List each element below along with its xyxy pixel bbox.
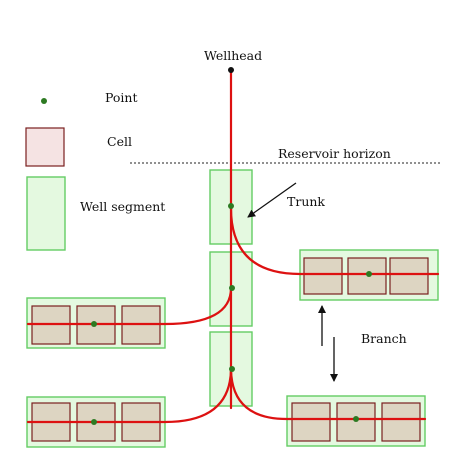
cell (381, 402, 421, 442)
legend-point-label: Point (105, 90, 138, 105)
reservoir-horizon-label: Reservoir horizon (278, 146, 391, 161)
branch-label: Branch (361, 331, 407, 346)
right-lower-branch-line (229, 366, 427, 421)
point (229, 366, 235, 372)
cell (389, 257, 429, 295)
left-upper-branch-line (26, 286, 233, 326)
right-upper-branch-line (229, 206, 440, 276)
legend: Point Cell Well segment (25, 90, 165, 251)
trunk-label: Trunk (287, 194, 325, 209)
trunk-arrow (247, 182, 297, 218)
points (91, 67, 372, 425)
wellhead-label: Wellhead (204, 48, 262, 63)
left-lower-branch-line (26, 366, 233, 424)
wellhead-point (228, 67, 234, 73)
legend-well-segment-label: Well segment (80, 199, 165, 214)
point (353, 416, 359, 422)
legend-well-segment-swatch (26, 176, 66, 251)
well-path (26, 68, 440, 424)
point (229, 285, 235, 291)
cell (303, 257, 343, 295)
point (366, 271, 372, 277)
point (91, 321, 97, 327)
legend-cell-label: Cell (107, 134, 132, 149)
point (91, 419, 97, 425)
cell (291, 402, 331, 442)
point (228, 203, 234, 209)
legend-point-marker (41, 98, 47, 104)
legend-cell-swatch (25, 127, 65, 167)
